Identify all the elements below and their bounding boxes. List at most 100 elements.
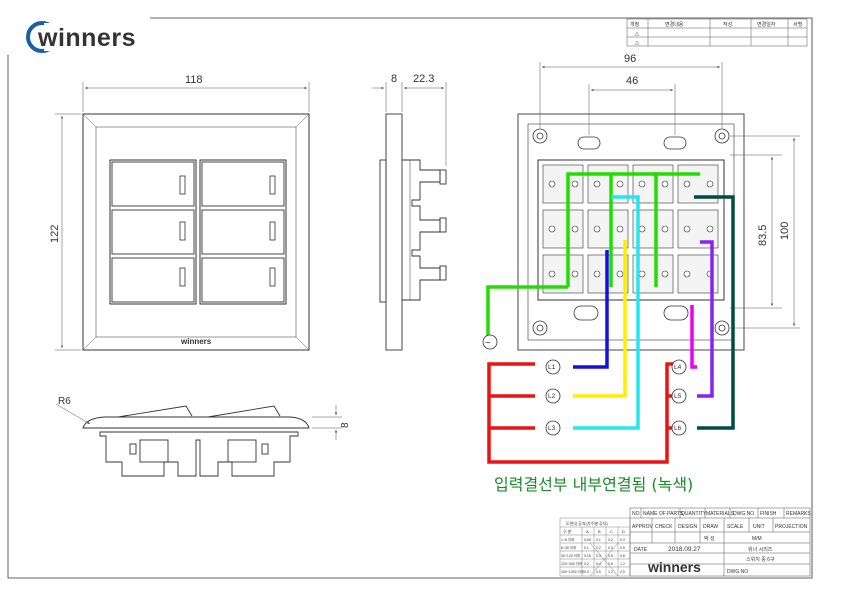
svg-text:0.05: 0.05 <box>584 538 591 542</box>
tb-r2-3: DRAW <box>703 524 718 530</box>
dim-bottom-height: 8 <box>340 422 351 428</box>
svg-text:0.5: 0.5 <box>620 546 625 550</box>
tb-r1-0: NO <box>632 511 640 517</box>
tol-title: 도면내 공차(치수별 공차) <box>566 520 608 526</box>
tolerance-table <box>559 517 631 577</box>
wire-L1 <box>573 250 609 369</box>
svg-text:1~6 이하: 1~6 이하 <box>561 537 575 542</box>
tb-r1-1: NAME OF PARTS <box>643 511 684 517</box>
wire-L2 <box>573 240 627 398</box>
dim-bottom-radius: R6 <box>58 396 71 407</box>
terminal-L5: L5 <box>674 393 682 400</box>
side-dimension-lines <box>372 82 447 166</box>
rear-terminal-screws <box>548 180 714 278</box>
tb-r1-4: DWG.NO <box>733 511 754 517</box>
tb-r2-5: UNIT <box>753 524 765 530</box>
svg-text:0.2: 0.2 <box>596 546 601 550</box>
rear-dimension-lines <box>539 62 800 329</box>
svg-text:1.2: 1.2 <box>620 562 625 566</box>
rocker-indicators <box>179 175 276 287</box>
wiring-note: 입력결선부 내부연결됨 (녹색) <box>494 475 693 494</box>
terminal-circles <box>545 359 687 436</box>
green-common-wires <box>486 172 700 336</box>
tb-date: 2018.09.27 <box>668 546 701 553</box>
tol-h0: 구 분 <box>563 529 572 534</box>
terminal-L2: L2 <box>548 393 556 400</box>
tb-r1-2: QUANTITY <box>681 511 707 517</box>
dim-rear-v2: 100 <box>779 222 791 240</box>
rev-header-3: 변경일자 <box>757 21 776 28</box>
rev-row-1: △ <box>635 40 639 46</box>
tb-r2-0: APPROV <box>632 524 654 530</box>
sheet-border <box>7 17 813 579</box>
dim-rear-v1: 83.5 <box>757 225 769 246</box>
tb-r2-6: PROJECTION <box>775 524 808 530</box>
terminal-L1: L1 <box>548 364 556 371</box>
rev-header-4: 서명 <box>793 21 802 28</box>
tol-h3: C <box>610 529 613 534</box>
tol-rows: 1~6 이하 0.05 0.1 0.2 0.3 6~30 이하 0.1 0.2 … <box>561 537 625 574</box>
terminal-L6: L6 <box>674 425 682 432</box>
dim-rear-outer: 96 <box>624 53 636 65</box>
faceplate-logo: winners <box>180 337 212 346</box>
rear-mount-holes <box>532 128 730 336</box>
front-dimension-lines <box>55 82 310 351</box>
svg-text:0.8: 0.8 <box>608 562 613 566</box>
wire-L6 <box>694 195 735 430</box>
svg-text:2.0: 2.0 <box>620 570 625 574</box>
svg-text:0.3: 0.3 <box>620 538 625 542</box>
svg-text:0.3: 0.3 <box>584 570 589 574</box>
wire-L3 <box>573 195 640 430</box>
title-block <box>629 507 811 577</box>
svg-text:1.2: 1.2 <box>608 570 613 574</box>
svg-text:0.5: 0.5 <box>596 570 601 574</box>
svg-text:0.4: 0.4 <box>596 562 601 566</box>
rev-header-0: 개정 <box>630 21 639 28</box>
dim-front-width: 118 <box>185 74 203 86</box>
svg-text:0.1: 0.1 <box>596 538 601 542</box>
svg-text:0.5: 0.5 <box>608 554 613 558</box>
bottom-dimension-lines <box>55 403 342 440</box>
red-input-wires <box>487 362 680 464</box>
tb-r2-4: SCALE <box>727 524 744 530</box>
svg-text:0.2: 0.2 <box>608 538 613 542</box>
tol-h4: D <box>622 529 625 534</box>
tb-date-label: DATE <box>634 547 648 553</box>
rev-row-0: △ <box>635 31 639 37</box>
tol-h1: A <box>586 529 589 534</box>
svg-text:30~120 이하: 30~120 이하 <box>561 553 581 558</box>
tb-product-line2: 스위치 중 6구 <box>746 556 775 563</box>
svg-text:0.3: 0.3 <box>608 546 613 550</box>
terminal-L3: L3 <box>548 425 556 432</box>
tb-r2-1: CHECK <box>655 524 673 530</box>
bottom-view <box>82 405 310 477</box>
tb-r2-2: DESIGN <box>678 524 698 530</box>
dim-side-depth: 22.3 <box>413 73 434 85</box>
tb-product-line1: 위너 시리즈 <box>748 546 773 553</box>
brand-logo-text: winners <box>37 24 136 52</box>
dim-rear-inner: 46 <box>626 75 638 87</box>
rev-header-1: 변경내용 <box>665 21 684 28</box>
tb-logo: winners <box>647 559 701 575</box>
revision-table <box>626 18 808 47</box>
brand-logo: winners <box>26 21 136 53</box>
svg-text:0.3: 0.3 <box>596 554 601 558</box>
svg-text:0.15: 0.15 <box>584 554 591 558</box>
terminal-L4: L4 <box>674 364 682 371</box>
wire-L5 <box>697 240 714 398</box>
load-wires <box>573 195 735 430</box>
tb-dwg-no-label: DWG.NO <box>727 569 748 575</box>
svg-text:400~1000 이하: 400~1000 이하 <box>561 569 585 574</box>
svg-text:0.1: 0.1 <box>584 546 589 550</box>
tb-unit: M/M <box>752 536 762 542</box>
tb-r1-6: REMARKS <box>786 511 811 517</box>
dim-side-plate: 8 <box>391 73 397 85</box>
tb-r1-3: MATERIALS <box>706 511 735 517</box>
tb-r1-5: FINISH <box>760 511 777 517</box>
tb-drawer: 박 성 <box>704 535 715 542</box>
svg-text:0.2: 0.2 <box>584 562 589 566</box>
tol-h2: B <box>598 529 601 534</box>
svg-text:0.8: 0.8 <box>620 554 625 558</box>
ac-source-symbol <box>482 334 498 350</box>
